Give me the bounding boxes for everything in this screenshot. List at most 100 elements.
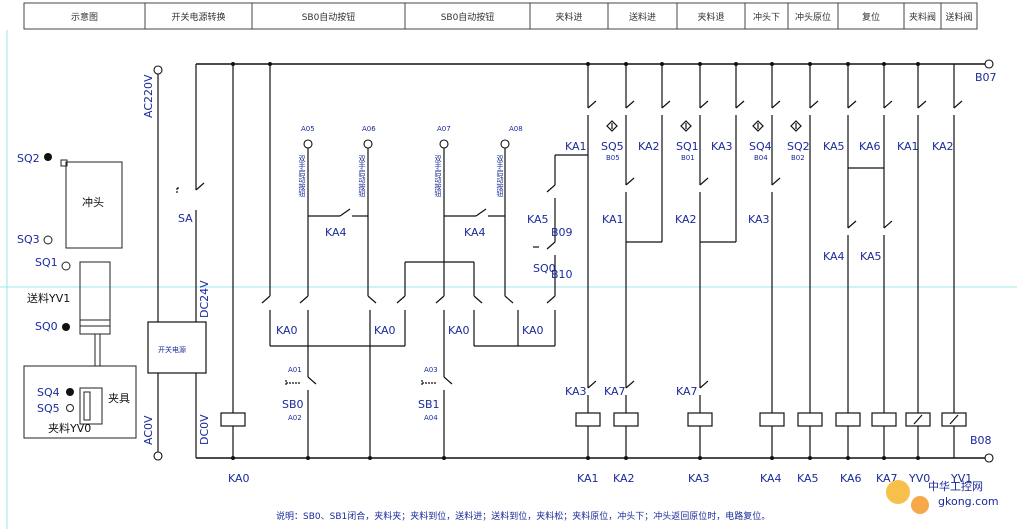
feed-label: 送料YV1 [27,291,70,305]
vertical-tag: 双手启动按钮 [298,155,306,198]
contact-top-label: KA3 [711,140,733,153]
header-table: 示意图 开关电源转换 SB0自动按钮 SB0自动按钮 夹料进 送料进 夹料退 冲头下 冲头原位 复… [23,2,978,30]
machine-schematic [23,153,137,439]
b01-label: B01 [681,154,695,162]
dc24v-label: DC24V [198,280,211,318]
sb0-label: SB0 [282,398,304,411]
contact-top-label: KA1 [897,140,919,153]
watermark-url: gkong.com [938,495,999,508]
ka4-low-label: KA4 [823,250,845,263]
contact-top-label: SQ1 [676,140,699,153]
header-cell: 冲头下 [753,11,780,23]
header-cell: 夹料进 [555,11,582,23]
a04-label: A04 [424,414,438,422]
fixture-label: 夹具 [108,392,130,405]
ac0v-label: AC0V [142,415,155,445]
sq3-label: SQ3 [17,233,40,246]
sa-label: SA [178,212,193,225]
two-hand-right [421,139,556,458]
coil-label: KA1 [577,472,599,485]
contact-top-label: KA6 [859,140,881,153]
a07-label: A07 [437,125,451,133]
b07-label: B07 [975,71,997,84]
coil-label: KA0 [228,472,250,485]
ka5-c-label: KA5 [527,213,549,226]
sq5-label: SQ5 [37,402,60,415]
header-cell: 送料阀 [945,11,972,23]
contact-top-label: KA1 [565,140,587,153]
description-note: 说明：SB0、SB1闭合，夹料夹；夹料到位，送料进；送料到位，夹料松；夹料原位，… [276,510,770,522]
sq4-label: SQ4 [37,386,60,399]
watermark-brand: 中华工控网 [928,479,983,493]
a06-label: A06 [362,125,376,133]
sq0-label: SQ0 [533,262,556,275]
b09-label: B09 [551,226,573,239]
sq0-schem-label: SQ0 [35,320,58,333]
ka0-coil-branch [220,64,246,458]
vertical-tag: 双手启动按钮 [496,155,504,198]
a05-label: A05 [301,125,315,133]
coil-label: KA6 [840,472,862,485]
ka4-left-label: KA4 [325,226,347,239]
b10-label: B10 [551,268,573,281]
contact-mid-label: KA1 [602,213,624,226]
ka4-right-label: KA4 [464,226,486,239]
header-cell: 夹料退 [697,11,724,23]
coil-label: KA5 [797,472,819,485]
ka0-3-label: KA0 [448,324,470,337]
coil-label: KA4 [760,472,782,485]
dc0v-label: DC0V [198,414,211,445]
b08-label: B08 [970,434,992,447]
reset-branch [533,154,588,296]
header-cell: 示意图 [71,11,98,23]
a02-label: A02 [288,414,302,422]
contact-top-label: SQ5 [601,140,624,153]
header-cell: 冲头原位 [795,11,831,23]
a03-label: A03 [424,366,438,374]
header-cell: 开关电源转换 [171,11,225,23]
a01-label: A01 [288,366,302,374]
header-cell: 复位 [862,11,880,23]
contact-top-label: KA2 [638,140,660,153]
vertical-tag: 双手启动按钮 [434,155,442,198]
coil-label: YV0 [908,472,930,485]
ka0-4-label: KA0 [522,324,544,337]
coil-label: YV1 [950,472,972,485]
gear-icon [911,496,929,514]
contact-mid-label: KA2 [675,213,697,226]
gear-icon [886,480,910,504]
ac220v-label: AC220V [142,74,155,118]
power-rails [147,59,994,463]
punch-label: 冲头 [82,195,104,209]
b04-label: B04 [754,154,768,162]
contact-mid-label: KA3 [748,213,770,226]
header-cell: SB0自动按钮 [441,11,495,23]
contact-top-label: SQ4 [749,140,772,153]
coil-label: KA2 [613,472,635,485]
header-cell: 送料进 [629,11,656,23]
sb1-label: SB1 [418,398,440,411]
contact-bot-label: KA7 [676,385,698,398]
power-supply-box [147,321,207,374]
header-cell: SB0自动按钮 [302,11,356,23]
power-box-label: 开关电源 [158,345,186,354]
contact-bot-label: KA3 [565,385,587,398]
contact-top-label: SQ2 [787,140,810,153]
header-cell: 夹料阀 [909,11,936,23]
coil-label: KA3 [688,472,710,485]
a08-label: A08 [509,125,523,133]
contact-bot-label: KA7 [604,385,626,398]
b05-label: B05 [606,154,620,162]
sq1-label: SQ1 [35,256,58,269]
clamp-label: 夹料YV0 [48,421,91,435]
ka0-1-label: KA0 [276,324,298,337]
ka5-low-label: KA5 [860,250,882,263]
b02-label: B02 [791,154,805,162]
two-hand-left [261,64,474,458]
ka0-2-label: KA0 [374,324,396,337]
sq2-label: SQ2 [17,152,40,165]
vertical-tag: 双手启动按钮 [358,155,366,198]
